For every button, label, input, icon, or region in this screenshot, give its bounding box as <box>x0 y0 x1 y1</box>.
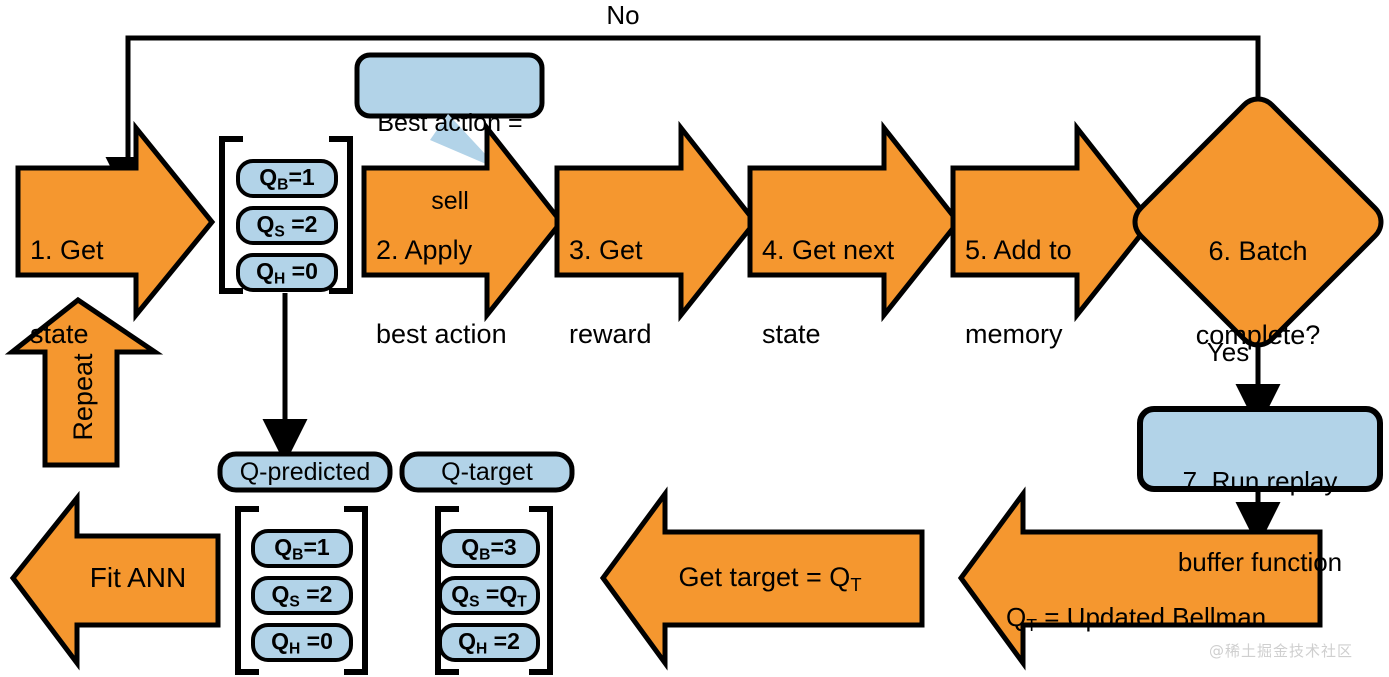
step1-arrow-shape[interactable] <box>15 120 216 323</box>
q-predicted-title-pill <box>217 451 393 493</box>
bellman-arrow-shape[interactable] <box>957 486 1323 671</box>
repeat-arrow-shape[interactable] <box>4 296 164 468</box>
q-target-pill-3 <box>438 623 540 662</box>
step5-arrow-shape[interactable] <box>950 120 1155 323</box>
q-predicted-pill-3 <box>251 623 353 662</box>
q-state-pill-1 <box>236 159 338 198</box>
q-predicted-pill-1 <box>251 529 353 568</box>
step3-arrow-shape[interactable] <box>554 120 759 323</box>
q-predicted-pill-2 <box>251 576 353 615</box>
get-target-arrow-shape[interactable] <box>599 486 925 671</box>
step2-arrow-shape[interactable] <box>361 120 565 323</box>
q-state-brackets <box>219 136 353 294</box>
q-state-pill-2 <box>236 206 338 245</box>
step7-box-shape[interactable] <box>1137 406 1383 492</box>
q-state-pill-3 <box>236 253 338 292</box>
q-target-pill-2 <box>438 576 540 615</box>
watermark: @稀土掘金技术社区 <box>1209 642 1354 660</box>
q-target-brackets <box>435 506 553 675</box>
step6-diamond-shape[interactable] <box>1132 96 1384 348</box>
q-target-title-pill <box>399 451 575 493</box>
step4-arrow-shape[interactable] <box>747 120 962 323</box>
best-action-callout-shape <box>354 52 545 170</box>
q-predicted-brackets <box>235 506 368 675</box>
fit-ann-arrow-shape[interactable] <box>9 490 221 671</box>
q-target-pill-1 <box>438 529 540 568</box>
